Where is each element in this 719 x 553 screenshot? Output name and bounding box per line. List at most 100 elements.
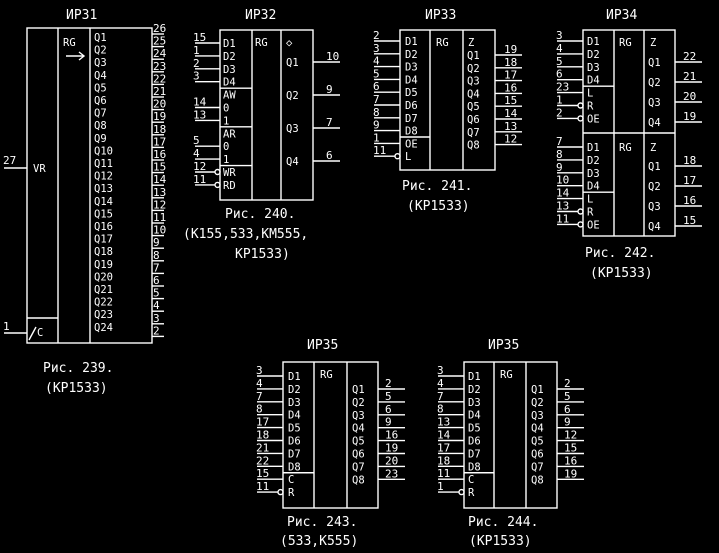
pin-label-q3: Q3 — [648, 97, 661, 109]
pin-label-q2: Q2 — [648, 77, 661, 89]
chip-ir32-caption: КР1533) — [235, 247, 290, 262]
pin-number: 15 — [564, 442, 577, 455]
pin-label-d3: D3 — [405, 62, 418, 74]
pin-number: 19 — [504, 43, 517, 56]
pin-label-d2: D2 — [587, 155, 600, 167]
pin-label-q20: Q20 — [94, 271, 113, 283]
pin-label-d2: D2 — [468, 384, 481, 396]
pin-label-q18: Q18 — [94, 246, 113, 258]
chip-ir35-243-rg-label: RG — [320, 369, 333, 381]
clock-edge-icon — [28, 326, 37, 341]
pin-label-aw: AW — [223, 90, 236, 102]
pin-label-q5: Q5 — [467, 101, 480, 113]
pin-label-d3: D3 — [587, 168, 600, 180]
pin-label-d8: D8 — [405, 126, 418, 138]
pin-label-q1: Q1 — [286, 57, 299, 69]
chip-ir31: ИР31 RG VR 27 C 1 Q1Q2Q3Q4Q5Q6Q7Q8Q9Q10Q… — [3, 8, 167, 396]
inversion-bubble-icon — [394, 152, 401, 160]
chip-ir33-title: ИР33 — [425, 8, 456, 23]
pin-number: 12 — [504, 133, 517, 146]
pin-number: 2 — [564, 377, 571, 390]
pin-number: 10 — [326, 50, 339, 63]
pin-label-q7: Q7 — [467, 127, 480, 139]
pin-number: 12 — [153, 198, 166, 211]
chip-ir34-title: ИР34 — [606, 8, 637, 23]
pin-label-q12: Q12 — [94, 171, 113, 183]
pin-label-l: L — [405, 151, 411, 163]
pin-label-d1: D1 — [468, 371, 481, 383]
chip-ir34-z-label: Z — [650, 142, 656, 154]
pin-number: 19 — [564, 467, 577, 480]
pin-number: 13 — [193, 108, 206, 121]
pin-number: 13 — [153, 186, 166, 199]
chip-ir35-244-title: ИР35 — [488, 338, 519, 353]
pin-label-d8: D8 — [468, 461, 481, 473]
pin-label-q5: Q5 — [352, 436, 365, 448]
chip-ir34-rg-label: RG — [619, 142, 632, 154]
chip-ir35-244-rg-label: RG — [500, 369, 513, 381]
pin-label-q1: Q1 — [648, 161, 661, 173]
pin-number: 6 — [153, 274, 160, 287]
chip-ir31-outputs: Q1Q2Q3Q4Q5Q6Q7Q8Q9Q10Q11Q12Q13Q14Q15Q16Q… — [94, 22, 167, 337]
pin-number: 9 — [564, 416, 571, 429]
pin-number: 3 — [153, 312, 160, 325]
chip-ir35-244: ИР35 RG D13D24D37D48D513D614D717D818C11R… — [437, 338, 584, 549]
pin-number: 1 — [556, 94, 563, 107]
pin-label-d1: D1 — [288, 371, 301, 383]
chip-ir31-caption: Рис. 239. — [43, 361, 113, 376]
pin-number: 18 — [256, 429, 269, 442]
chip-ir32-title: ИР32 — [245, 8, 276, 23]
pin-number: 15 — [504, 94, 517, 107]
pin-number: 11 — [153, 211, 166, 224]
pin-label-c: C — [288, 474, 294, 486]
pin-label-d2: D2 — [288, 384, 301, 396]
pin-label-d4: D4 — [223, 77, 236, 89]
chip-ir35-243: ИР35 RG D13D24D37D48D517D618D721D822C15R… — [256, 338, 405, 549]
pin-number: 2 — [193, 57, 200, 70]
chip-ir35-243-caption: (533,К555) — [280, 534, 358, 548]
pin-label-d5: D5 — [288, 423, 301, 435]
pin-label-d5: D5 — [468, 423, 481, 435]
pin-number: 10 — [556, 174, 569, 187]
pin-number: 14 — [504, 107, 518, 120]
pin-label-l: L — [587, 88, 593, 100]
pin-label-q8: Q8 — [352, 474, 365, 486]
chip-ir33-body — [399, 29, 496, 171]
pin-number: 11 — [556, 212, 569, 225]
pin-number: 14 — [193, 96, 207, 109]
pin-number: 5 — [385, 390, 392, 403]
pin-label-d1: D1 — [587, 36, 600, 48]
pin-label-q4: Q4 — [286, 156, 299, 168]
pin-label-d6: D6 — [468, 436, 481, 448]
pin-number: 4 — [556, 42, 563, 55]
pin-number: 3 — [437, 364, 444, 377]
pin-label-d1: D1 — [223, 38, 236, 50]
pin-number: 6 — [373, 80, 380, 93]
pin-label-q13: Q13 — [94, 183, 113, 195]
pin-number: 7 — [153, 261, 160, 274]
pin-number: 20 — [153, 98, 166, 111]
pin-number: 23 — [385, 467, 398, 480]
pin-label-q23: Q23 — [94, 309, 113, 321]
pin-label-d4: D4 — [288, 410, 301, 422]
pin-number: 9 — [385, 416, 392, 429]
pin-number: 7 — [373, 93, 380, 106]
pin-number: 16 — [153, 148, 166, 161]
pin-number: 17 — [153, 135, 166, 148]
shift-arrow-icon — [66, 51, 86, 61]
pin-number: 5 — [556, 55, 563, 68]
chip-ir33-caption: (КР1533) — [407, 199, 470, 214]
pin-label-r: R — [468, 487, 475, 499]
pin-label-r: R — [587, 207, 594, 219]
pin-number: 7 — [256, 390, 263, 403]
pin-number: 18 — [683, 154, 696, 167]
pin-label-q1: Q1 — [94, 32, 107, 44]
pin-number: 11 — [256, 480, 269, 493]
pin-number: 3 — [256, 364, 263, 377]
pin-number: 8 — [373, 106, 380, 119]
pin-label-d4: D4 — [587, 75, 600, 87]
pin-label-d2: D2 — [405, 49, 418, 61]
pin-number: 4 — [256, 377, 263, 390]
pin-number: 14 — [437, 429, 451, 442]
